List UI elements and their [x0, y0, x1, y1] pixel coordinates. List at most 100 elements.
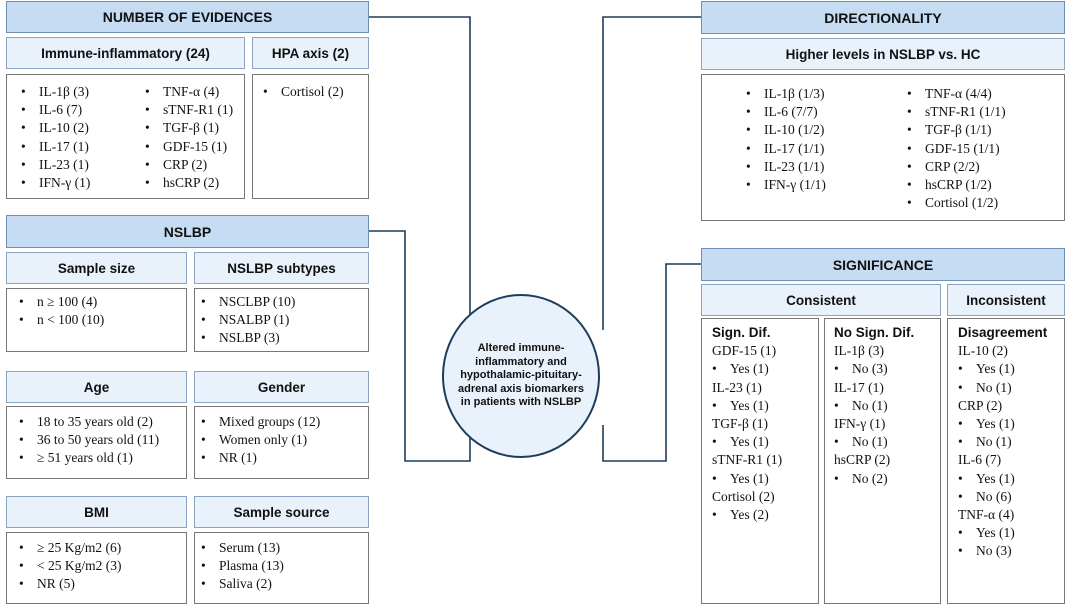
result-item: Yes (1) [712, 433, 782, 451]
gender-item: Women only (1) [201, 431, 320, 449]
result-item: Yes (1) [712, 470, 782, 488]
result-item: No (1) [834, 433, 914, 451]
directionality-item: GDF-15 (1/1) [907, 140, 1006, 158]
higher-levels-header: Higher levels in NSLBP vs. HC [701, 38, 1065, 70]
disagreement-box: Disagreement IL-10 (2)Yes (1)No (1)CRP (… [947, 318, 1065, 604]
sample-size-item: n ≥ 100 (4) [19, 293, 104, 311]
sample-size-item: n < 100 (10) [19, 311, 104, 329]
subtype-item: NSLBP (3) [201, 329, 295, 347]
directionality-box: IL-1β (1/3)IL-6 (7/7)IL-10 (1/2)IL-17 (1… [701, 74, 1065, 221]
result-item: Yes (1) [712, 397, 782, 415]
directionality-item: IL-6 (7/7) [746, 103, 826, 121]
directionality-item: TGF-β (1/1) [907, 121, 1006, 139]
age-box: 18 to 35 years old (2)36 to 50 years old… [6, 406, 187, 479]
bmi-item: NR (5) [19, 575, 121, 593]
directionality-item: IFN-γ (1/1) [746, 176, 826, 194]
immune-inflammatory-box: IL-1β (3)IL-6 (7)IL-10 (2)IL-17 (1)IL-23… [6, 74, 245, 199]
result-item: No (1) [958, 433, 1047, 451]
no-sign-dif-content: No Sign. Dif. IL-1β (3)No (3)IL-17 (1) No… [834, 324, 914, 488]
result-item: No (3) [834, 360, 914, 378]
biomarker-item: IL-6 (7) [21, 101, 90, 119]
age-item: 18 to 35 years old (2) [19, 413, 159, 431]
bmi-item: < 25 Kg/m2 (3) [19, 557, 121, 575]
disagreement-title: Disagreement [958, 325, 1048, 340]
sample-size-header: Sample size [6, 252, 187, 284]
bmi-list: ≥ 25 Kg/m2 (6)< 25 Kg/m2 (3)NR (5) [19, 539, 121, 594]
directionality-item: sTNF-R1 (1/1) [907, 103, 1006, 121]
connector-significance [602, 263, 701, 462]
bmi-item: ≥ 25 Kg/m2 (6) [19, 539, 121, 557]
biomarker-item: Cortisol (2) [263, 83, 344, 101]
biomarker-item: IFN-γ (1) [21, 174, 90, 192]
result-item: No (1) [834, 397, 914, 415]
hpa-axis-header: HPA axis (2) [252, 37, 369, 69]
biomarker-item: GDF-15 (1) [145, 138, 233, 156]
nslbp-subtypes-header: NSLBP subtypes [194, 252, 369, 284]
biomarker-name: GDF-15 (1) [712, 343, 777, 359]
biomarker-name: IL-23 (1) [712, 379, 762, 395]
biomarker-item: IL-23 (1) [21, 156, 90, 174]
biomarker-item: IL-1β (3) [21, 83, 90, 101]
age-header: Age [6, 371, 187, 403]
biomarker-name: hsCRP (2) [834, 452, 891, 468]
biomarker-item: hsCRP (2) [145, 174, 233, 192]
gender-box: Mixed groups (12)Women only (1)NR (1) [194, 406, 369, 479]
biomarker-name: TGF-β (1) [712, 416, 768, 432]
result-item: Yes (1) [958, 415, 1047, 433]
directionality-item: IL-10 (1/2) [746, 121, 826, 139]
gender-item: NR (1) [201, 449, 320, 467]
immune-list-col2: TNF-α (4)sTNF-R1 (1)TGF-β (1)GDF-15 (1)C… [145, 83, 233, 192]
directionality-header: DIRECTIONALITY [701, 1, 1065, 34]
disagreement-list: IL-10 (2)Yes (1)No (1)CRP (2)Yes (1)No (… [958, 342, 1047, 560]
bmi-box: ≥ 25 Kg/m2 (6)< 25 Kg/m2 (3)NR (5) [6, 532, 187, 604]
disagreement-content: Disagreement IL-10 (2)Yes (1)No (1)CRP (… [958, 324, 1047, 561]
biomarker-name: sTNF-R1 (1) [712, 452, 783, 468]
result-item: No (1) [958, 379, 1047, 397]
gender-header: Gender [194, 371, 369, 403]
result-item: Yes (1) [712, 360, 782, 378]
inconsistent-header: Inconsistent [947, 284, 1065, 316]
biomarker-item: TGF-β (1) [145, 119, 233, 137]
directionality-item: IL-1β (1/3) [746, 85, 826, 103]
subtype-item: NSCLBP (10) [201, 293, 295, 311]
biomarker-name: IL-1β (3) [834, 343, 884, 359]
directionality-list-col1: IL-1β (1/3)IL-6 (7/7)IL-10 (1/2)IL-17 (1… [746, 85, 826, 194]
nslbp-header: NSLBP [6, 215, 369, 248]
connector-evidences [369, 16, 471, 320]
nslbp-subtypes-box: NSCLBP (10)NSALBP (1)NSLBP (3) [194, 288, 369, 352]
result-item: Yes (1) [958, 360, 1047, 378]
result-item: No (2) [834, 470, 914, 488]
sample-size-box: n ≥ 100 (4)n < 100 (10) [6, 288, 187, 352]
directionality-item: Cortisol (1/2) [907, 194, 1006, 212]
biomarker-name: CRP (2) [958, 397, 1003, 413]
connector-directionality [602, 16, 701, 330]
no-sign-dif-title: No Sign. Dif. [834, 325, 915, 340]
sample-source-item: Serum (13) [201, 539, 284, 557]
biomarker-name: Cortisol (2) [712, 488, 775, 504]
sign-dif-title: Sign. Dif. [712, 325, 771, 340]
bmi-header: BMI [6, 496, 187, 528]
directionality-item: IL-23 (1/1) [746, 158, 826, 176]
sample-source-box: Serum (13)Plasma (13)Saliva (2) [194, 532, 369, 604]
central-topic: Altered immune-inflammatory and hypothal… [442, 294, 600, 458]
sample-size-list: n ≥ 100 (4)n < 100 (10) [19, 293, 104, 329]
biomarker-item: sTNF-R1 (1) [145, 101, 233, 119]
hpa-list: Cortisol (2) [263, 83, 344, 101]
sample-source-item: Plasma (13) [201, 557, 284, 575]
directionality-item: TNF-α (4/4) [907, 85, 1006, 103]
immune-inflammatory-header: Immune-inflammatory (24) [6, 37, 245, 69]
biomarker-name: TNF-α (4) [958, 507, 1015, 523]
evidences-header: NUMBER OF EVIDENCES [6, 1, 369, 33]
consistent-header: Consistent [701, 284, 941, 316]
biomarker-name: IL-17 (1) [834, 379, 884, 395]
directionality-item: hsCRP (1/2) [907, 176, 1006, 194]
result-item: No (3) [958, 542, 1047, 560]
hpa-axis-box: Cortisol (2) [252, 74, 369, 199]
biomarker-item: IL-17 (1) [21, 138, 90, 156]
immune-list-col1: IL-1β (3)IL-6 (7)IL-10 (2)IL-17 (1)IL-23… [21, 83, 90, 192]
connector-nslbp [369, 230, 471, 462]
result-item: Yes (2) [712, 506, 782, 524]
biomarker-name: IL-6 (7) [958, 452, 1002, 468]
sign-dif-box: Sign. Dif. GDF-15 (1)Yes (1)IL-23 (1)Yes… [701, 318, 819, 604]
